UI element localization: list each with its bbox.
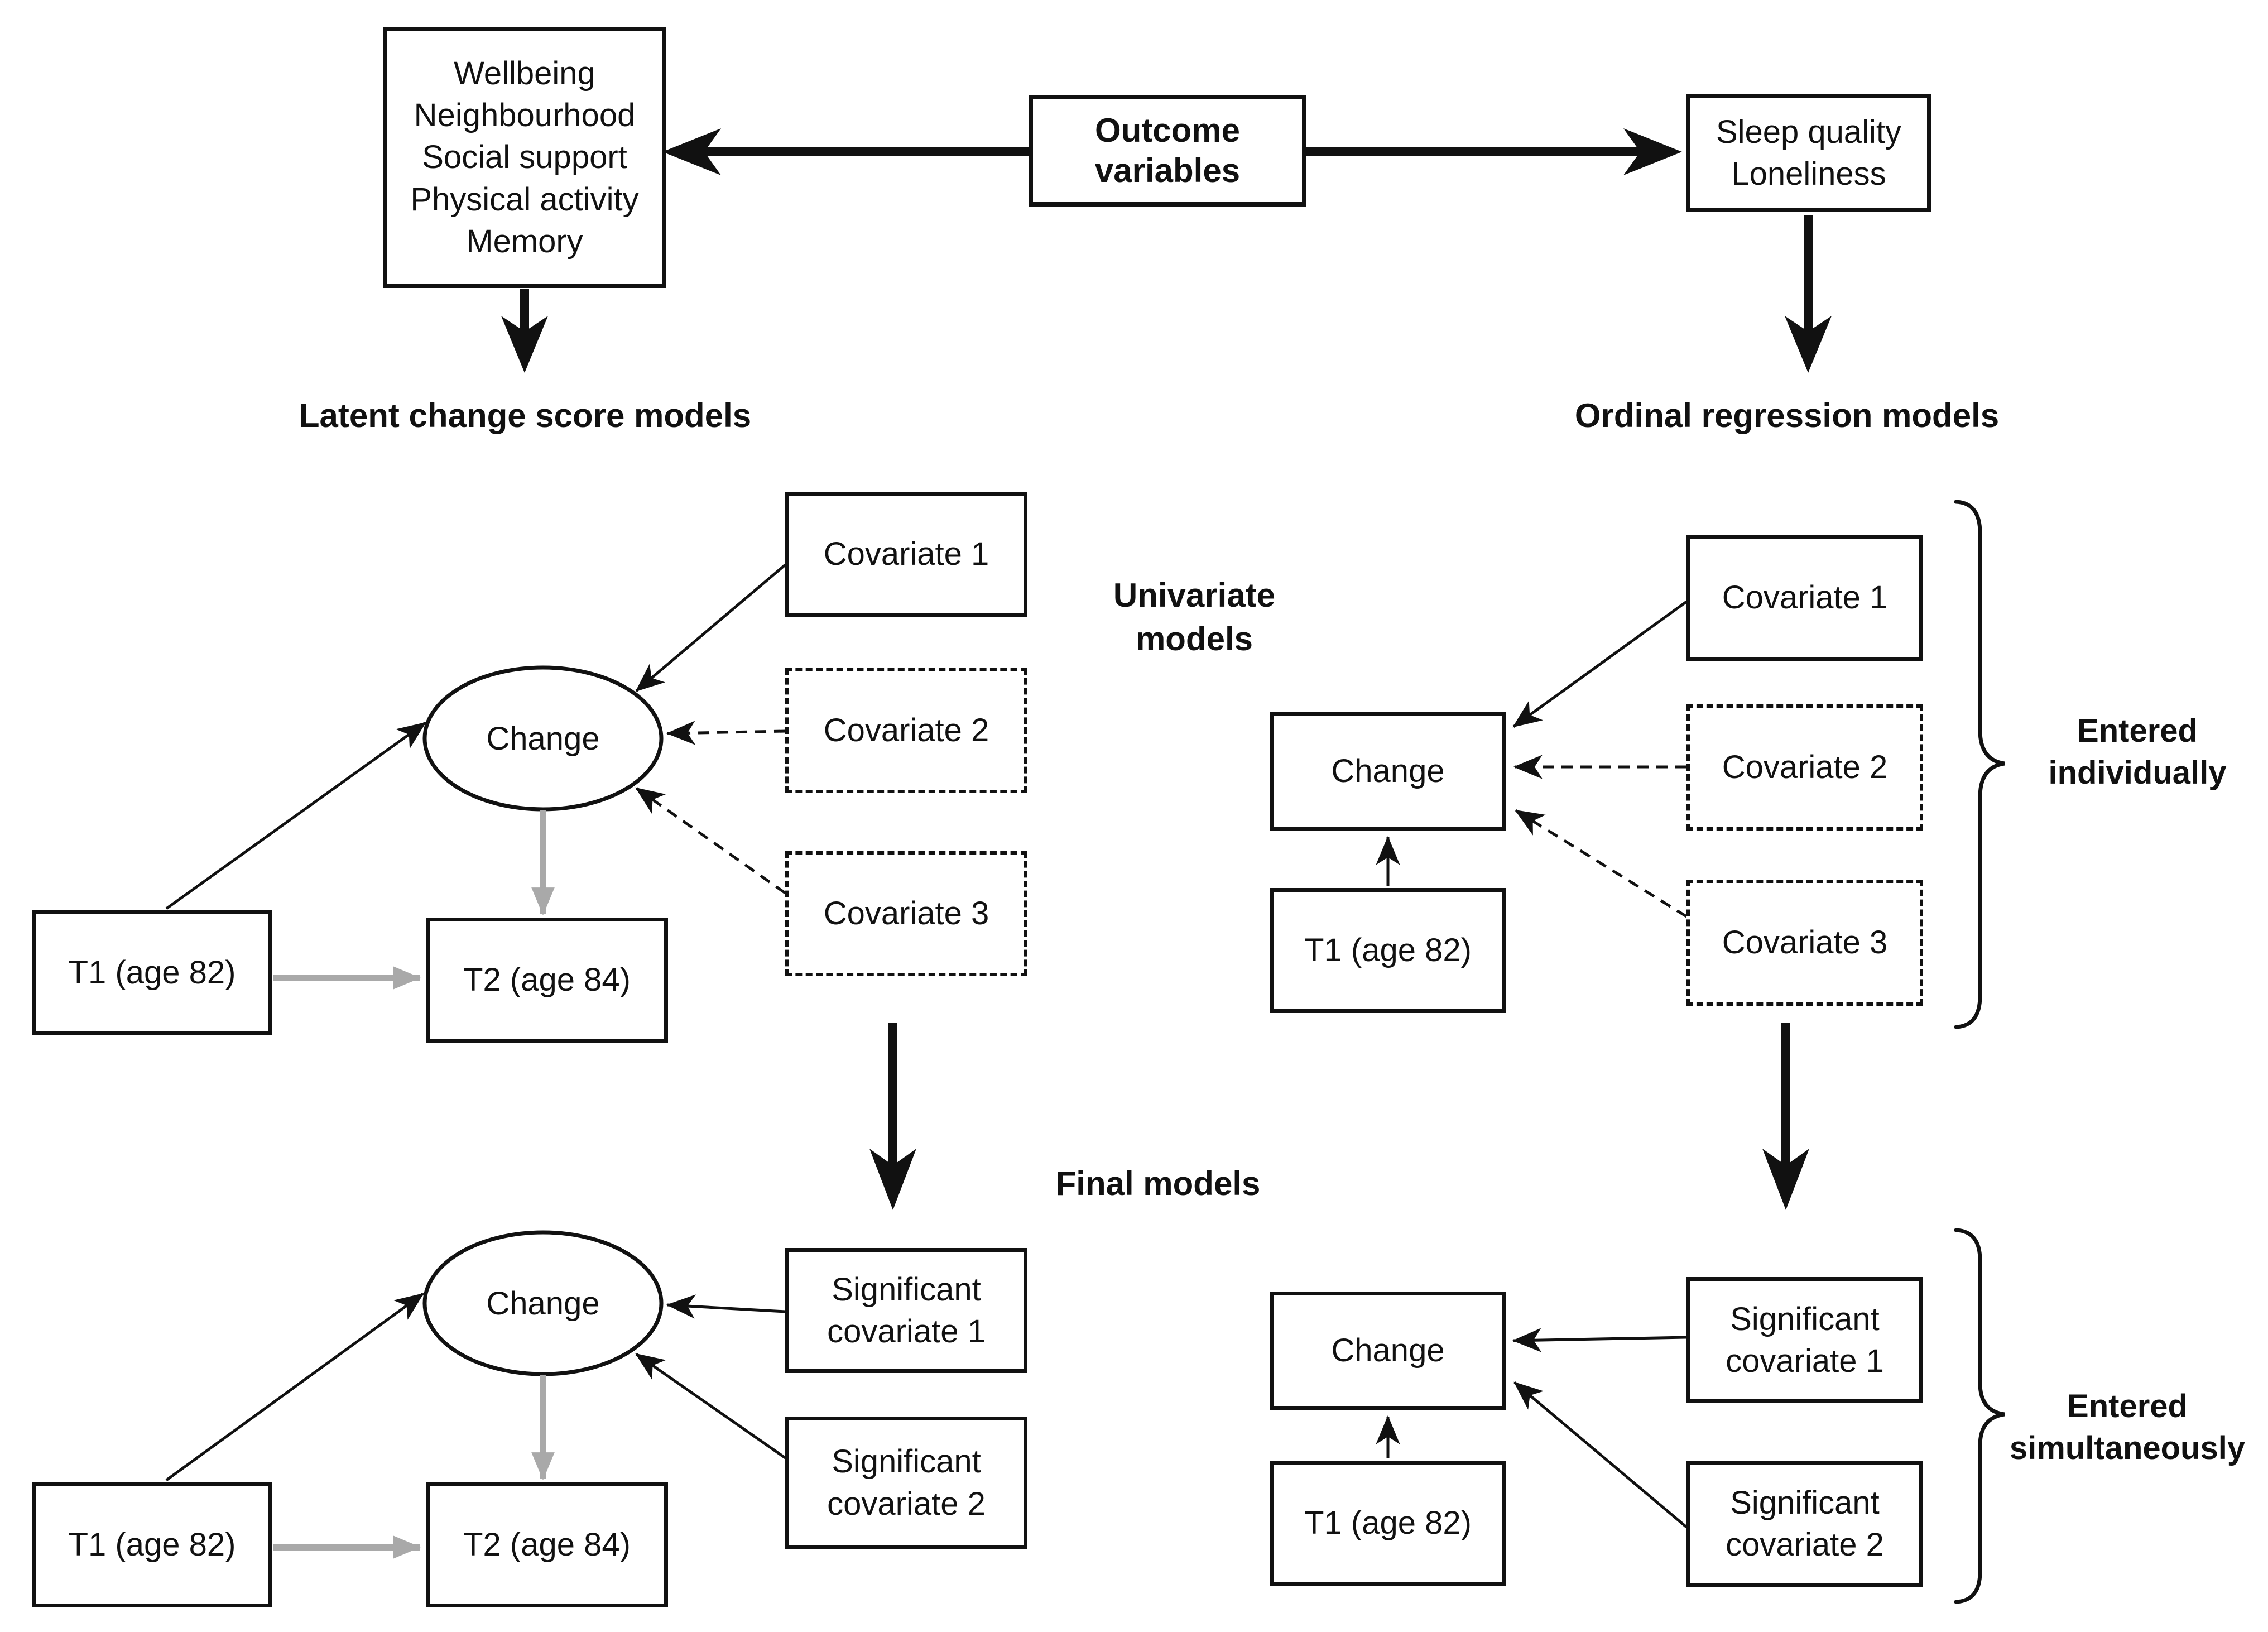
lcsu-covariate1-box: Covariate 1 xyxy=(785,492,1027,617)
ordf-change-box: Change xyxy=(1270,1292,1506,1410)
arrow-lcsf-sig2-to-change xyxy=(635,1352,786,1460)
label-entered-simultaneously: Entered simultaneously xyxy=(2009,1388,2246,1467)
lcs-final-change-ellipse xyxy=(422,1230,664,1376)
ord-outcomes-box: Sleep quality Loneliness xyxy=(1686,94,1931,212)
lcsu-t1-box: T1 (age 82) xyxy=(32,910,272,1035)
arrow-ordf-sig1-to-change xyxy=(1512,1328,1687,1352)
ordu-t1-box: T1 (age 82) xyxy=(1270,888,1506,1013)
arrow-ordu-cov1-to-change xyxy=(1512,600,1688,728)
arrow-univariate-to-final-ord xyxy=(1762,1023,1809,1210)
arrow-outcome-to-ord xyxy=(1306,128,1682,175)
label-univariate-models: Univariate models xyxy=(1113,577,1276,657)
arrow-lcsu-cov3-to-change xyxy=(635,786,786,895)
lcsu-t2-box: T2 (age 84) xyxy=(426,918,668,1043)
lcsu-covariate3-box: Covariate 3 xyxy=(785,851,1027,976)
ordu-change-box: Change xyxy=(1270,712,1506,831)
ordf-sig-covariate2-box: Significant covariate 2 xyxy=(1686,1461,1923,1587)
label-entered-individually: Entered individually xyxy=(2048,713,2227,791)
lcsf-change-label: Change xyxy=(486,1285,600,1322)
arrow-lcsu-t1-to-change xyxy=(165,721,426,910)
lcsf-sig-covariate1-box: Significant covariate 1 xyxy=(785,1248,1027,1373)
arrow-lcsu-cov2-to-change xyxy=(666,721,786,745)
label-latent-change-score-models: Latent change score models xyxy=(299,397,752,434)
ordu-covariate2-box: Covariate 2 xyxy=(1686,704,1923,831)
arrow-lcsf-t1-to-change xyxy=(165,1292,424,1482)
arrow-lcs-outcomes-down xyxy=(501,289,548,373)
lcsf-sig-covariate2-box: Significant covariate 2 xyxy=(785,1417,1027,1549)
lcsf-t1-box: T1 (age 82) xyxy=(32,1482,272,1607)
lcs-outcomes-box: Wellbeing Neighbourhood Social support P… xyxy=(383,27,666,288)
arrow-ord-outcomes-down xyxy=(1785,215,1832,373)
label-ordinal-regression-models: Ordinal regression models xyxy=(1574,397,2000,434)
brace-entered-individually xyxy=(1954,500,2005,1029)
lcsu-change-label: Change xyxy=(486,720,600,757)
ordu-covariate1-box: Covariate 1 xyxy=(1686,535,1923,661)
lcsu-covariate2-box: Covariate 2 xyxy=(785,668,1027,793)
arrow-lcsu-cov1-to-change xyxy=(635,564,786,692)
ordu-covariate3-box: Covariate 3 xyxy=(1686,880,1923,1006)
arrow-ordu-cov3-to-change xyxy=(1515,809,1688,918)
outcome-variables-box: Outcome variables xyxy=(1029,95,1306,207)
arrow-lcsf-sig1-to-change xyxy=(666,1294,786,1319)
ordf-t1-box: T1 (age 82) xyxy=(1270,1461,1506,1586)
ordf-sig-covariate1-box: Significant covariate 1 xyxy=(1686,1277,1923,1403)
arrow-univariate-to-final-lcs xyxy=(869,1023,916,1210)
arrow-outcome-to-lcs xyxy=(662,128,1029,175)
arrow-ordf-sig2-to-change xyxy=(1513,1381,1688,1528)
brace-entered-simultaneously xyxy=(1954,1228,2005,1604)
label-final-models: Final models xyxy=(1055,1165,1261,1202)
lcsf-t2-box: T2 (age 84) xyxy=(426,1482,668,1607)
